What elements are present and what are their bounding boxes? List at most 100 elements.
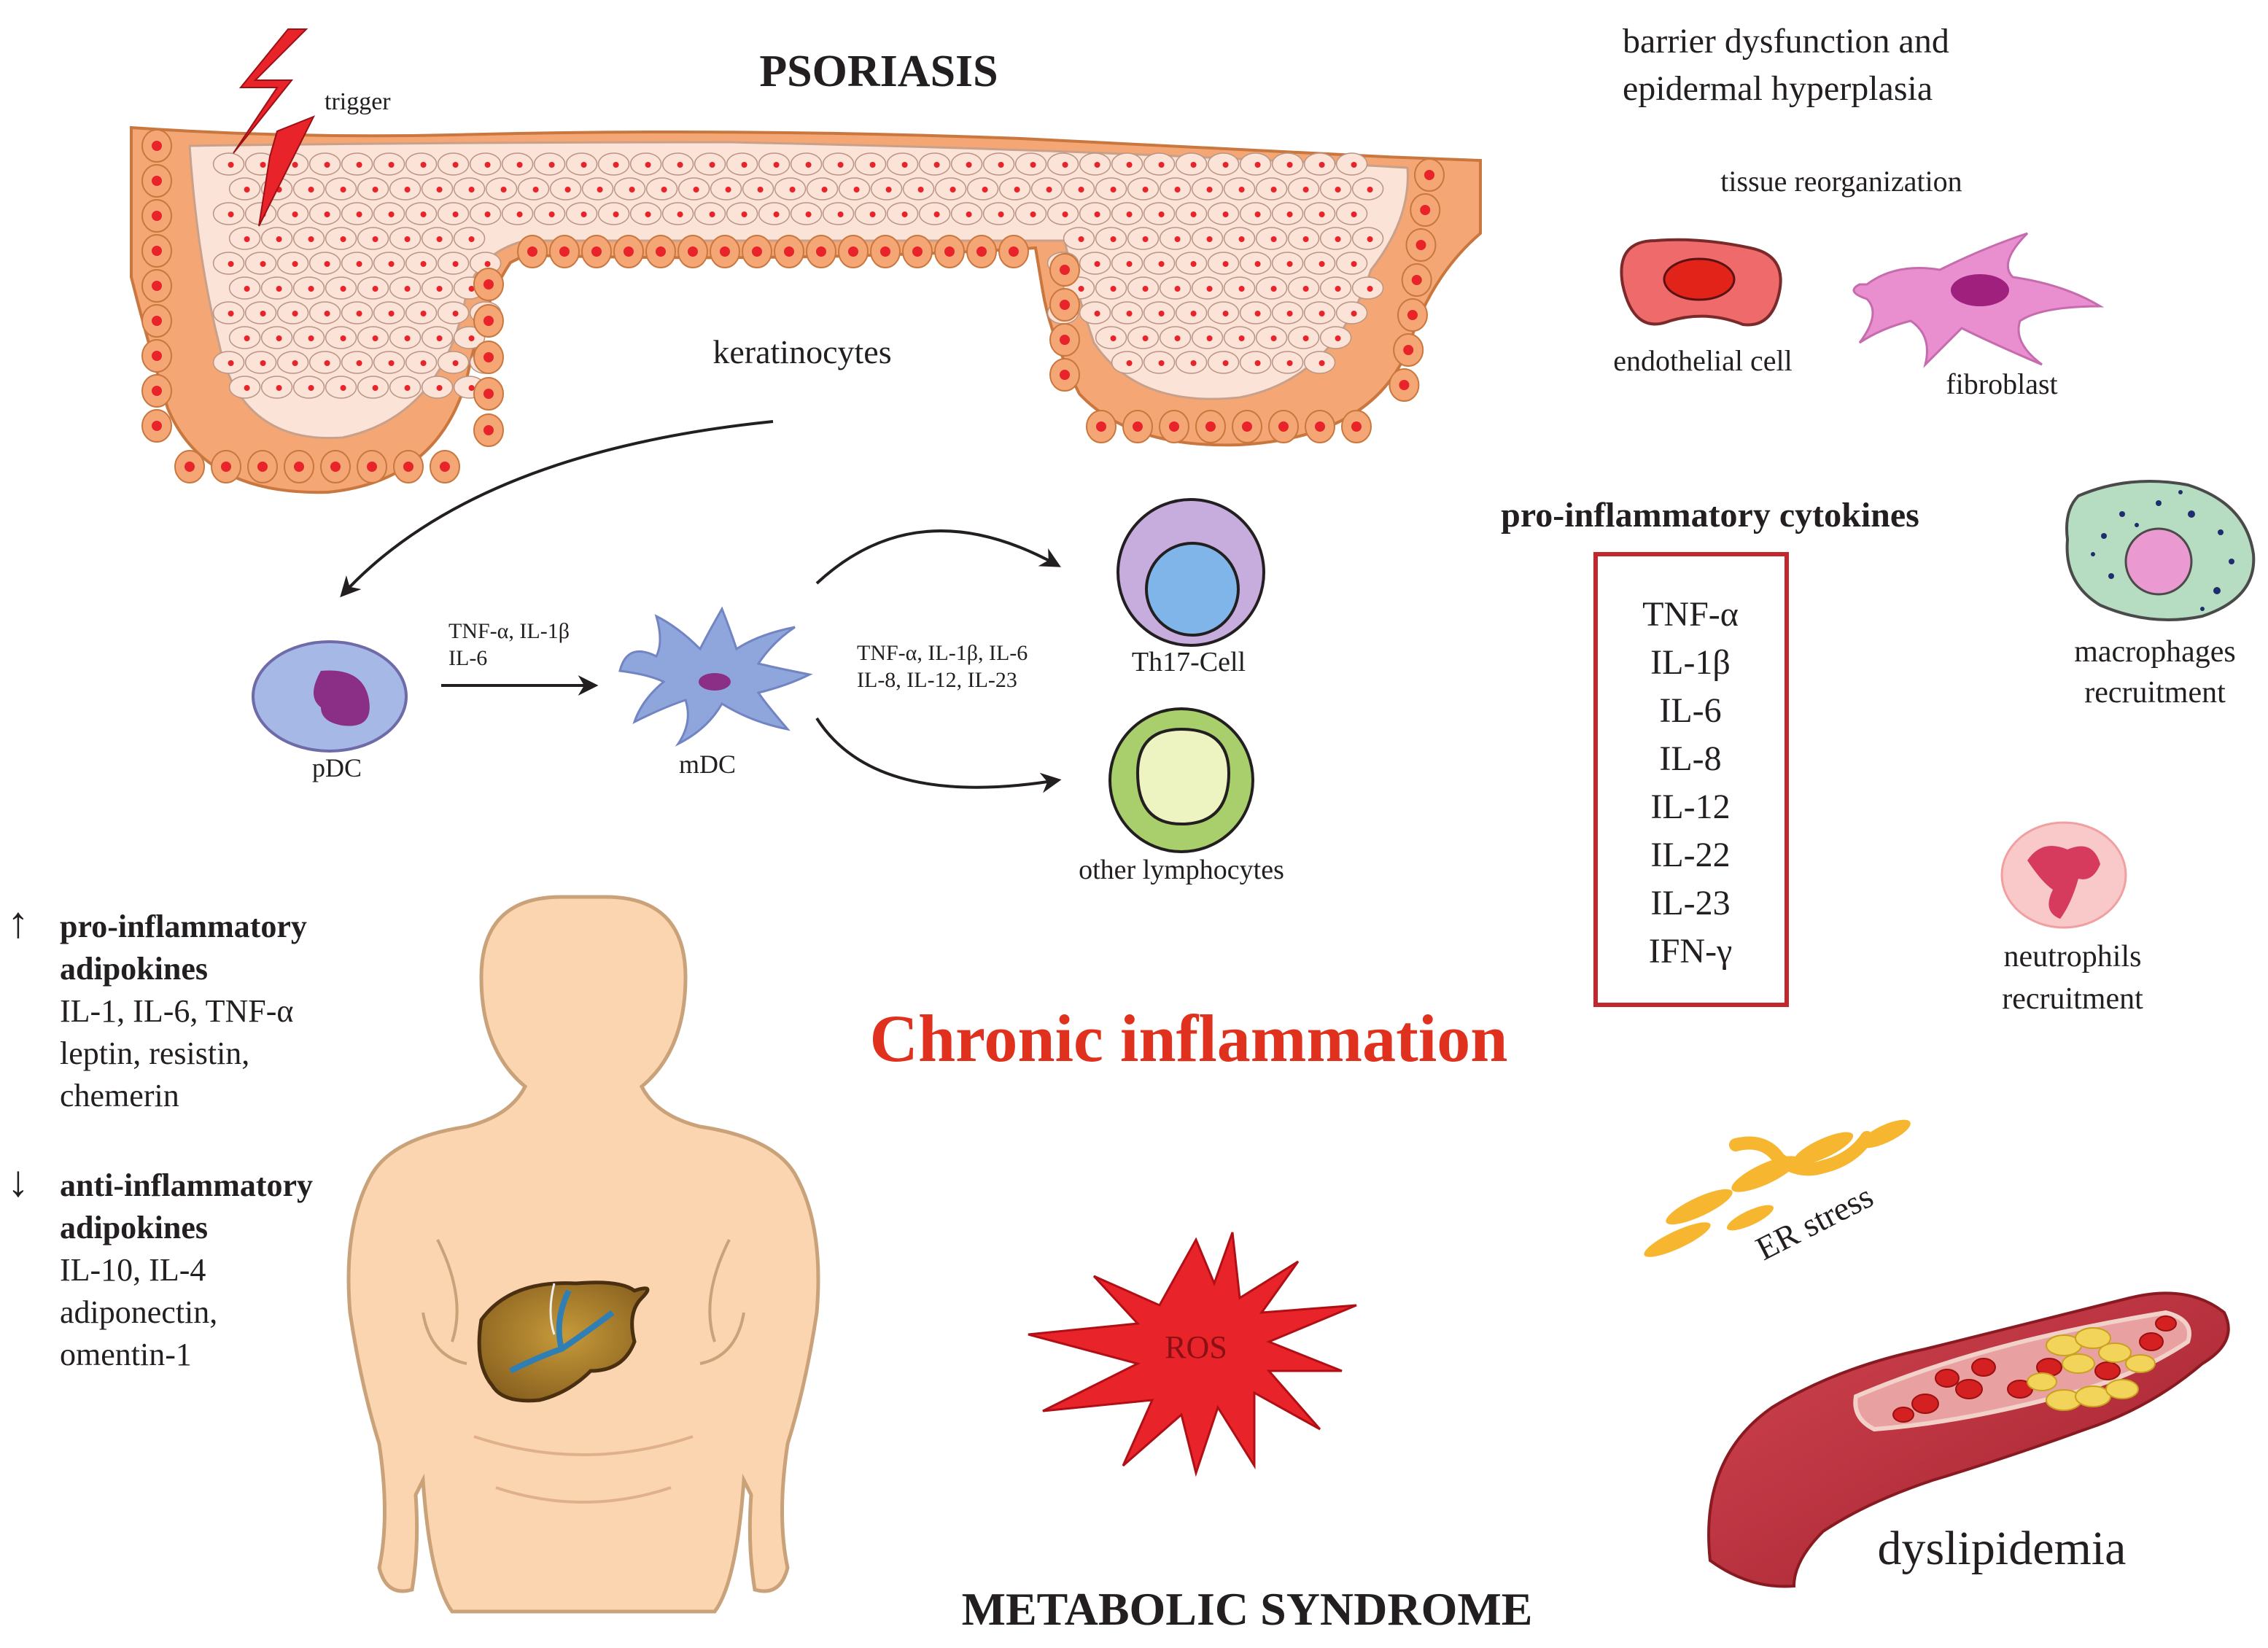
arrow-keratinocytes-to-pdc: [340, 420, 774, 598]
cytokine-item: IL-12: [1650, 788, 1730, 826]
keratinocyte-nucleus: [1238, 236, 1245, 242]
keratinocyte-nucleus: [725, 187, 731, 193]
basal-nucleus: [1415, 240, 1426, 250]
keratinocyte-nucleus: [292, 162, 298, 168]
keratinocyte-nucleus: [356, 360, 362, 366]
keratinocyte-nucleus: [372, 385, 378, 391]
mdc-label: mDC: [679, 750, 736, 779]
basal-nucleus: [1411, 275, 1422, 285]
keratinocyte-nucleus: [292, 311, 298, 316]
keratinocyte-nucleus: [1206, 187, 1213, 193]
keratinocyte-nucleus: [372, 236, 378, 242]
basal-nucleus: [1060, 335, 1070, 345]
keratinocyte-nucleus: [404, 286, 411, 292]
keratinocyte-nucleus: [468, 385, 475, 391]
keratinocyte-nucleus: [1286, 211, 1293, 217]
keratinocyte-nucleus: [1238, 286, 1245, 292]
endothelial-cell-label: endothelial cell: [1613, 344, 1792, 377]
keratinocyte-nucleus: [1335, 335, 1341, 341]
keratinocyte-nucleus: [324, 360, 330, 366]
keratinocyte-nucleus: [228, 261, 234, 267]
keratinocyte-nucleus: [1158, 311, 1165, 316]
keratinocyte-nucleus: [340, 335, 346, 341]
cytokine-item: IL-22: [1650, 836, 1730, 874]
keratinocyte-nucleus: [949, 187, 956, 193]
keratinocyte-nucleus: [1286, 261, 1293, 267]
keratinocyte-nucleus: [1190, 211, 1197, 217]
keratinocyte-nucleus: [276, 286, 282, 292]
keratinocyte-nucleus: [244, 335, 250, 341]
er-stress-label: ER stress: [1750, 1177, 1879, 1267]
lymphocyte-cell-icon: [1108, 707, 1254, 853]
keratinocyte-nucleus: [1078, 236, 1084, 242]
keratinocyte-nucleus: [661, 187, 667, 193]
keratinocyte-nucleus: [372, 187, 378, 193]
keratinocyte-nucleus: [1094, 162, 1100, 168]
keratinocyte-nucleus: [1094, 211, 1100, 217]
keratinocyte-nucleus: [1335, 286, 1341, 292]
basal-nucleus: [1096, 421, 1106, 432]
ros-star-icon: [1028, 1232, 1357, 1477]
keratinocyte-nucleus: [1126, 311, 1133, 316]
keratinocyte-nucleus: [693, 187, 699, 193]
basal-nucleus: [1205, 421, 1216, 432]
keratinocyte-nucleus: [404, 385, 411, 391]
basal-nucleus: [1278, 421, 1289, 432]
keratinocyte-nucleus: [1174, 335, 1181, 341]
keratinocyte-nucleus: [1206, 286, 1213, 292]
keratinocyte-nucleus: [1110, 236, 1116, 242]
keratinocyte-nucleus: [1270, 236, 1277, 242]
cytokines-title: pro-inflammatory cytokines: [1501, 496, 1919, 535]
keratinocyte-nucleus: [1158, 211, 1165, 217]
basal-nucleus: [848, 246, 858, 257]
basal-nucleus: [559, 246, 570, 257]
keratinocyte-nucleus: [1174, 187, 1181, 193]
keratinocyte-nucleus: [308, 187, 314, 193]
keratinocyte-nucleus: [356, 261, 362, 267]
keratinocyte-nucleus: [388, 211, 395, 217]
anti-adipokines-item-3: omentin-1: [60, 1337, 192, 1372]
keratinocyte-nucleus: [484, 162, 491, 168]
keratinocyte-nucleus: [228, 311, 234, 316]
th17-cell-icon: [1116, 498, 1265, 647]
keratinocyte-nucleus: [1351, 311, 1357, 316]
keratinocyte-nucleus: [580, 162, 587, 168]
anti-adipokines-item-1: IL-10, IL-4: [60, 1252, 206, 1288]
keratinocyte-nucleus: [324, 162, 330, 168]
pro-adipokines-heading-1: pro-inflammatory: [60, 909, 307, 944]
keratinocyte-nucleus: [388, 311, 395, 316]
keratinocyte-nucleus: [228, 360, 234, 366]
keratinocyte-nucleus: [789, 187, 796, 193]
keratinocyte-nucleus: [388, 162, 395, 168]
keratinocyte-nucleus: [276, 236, 282, 242]
keratinocyte-nucleus: [1319, 211, 1325, 217]
keratinocyte-nucleus: [420, 311, 427, 316]
keratinocyte-nucleus: [292, 360, 298, 366]
skin-epidermis: [130, 125, 1482, 494]
anti-adipokines-heading-1: anti-inflammatory: [60, 1167, 313, 1203]
keratinocyte-nucleus: [677, 211, 683, 217]
basal-cells: [141, 129, 1445, 483]
keratinocyte-nucleus: [260, 360, 266, 366]
keratinocyte-nucleus: [1174, 286, 1181, 292]
pro-adipokines-heading-2: adipokines: [60, 951, 208, 987]
trigger-label: trigger: [325, 88, 391, 115]
basal-nucleus: [330, 462, 341, 472]
basal-nucleus: [591, 246, 602, 257]
keratinocyte-nucleus: [452, 261, 459, 267]
keratinocyte-nucleus: [1126, 360, 1133, 366]
basal-nucleus: [1403, 345, 1414, 355]
basal-nucleus: [367, 462, 377, 472]
keratinocytes-label: keratinocytes: [712, 333, 891, 370]
keratinocyte-nucleus: [420, 211, 427, 217]
keratinocyte-nucleus: [869, 211, 876, 217]
keratinocyte-nucleus: [885, 187, 892, 193]
keratinocyte-nucleus: [1254, 162, 1261, 168]
keratinocyte-nucleus: [340, 286, 346, 292]
other-lymphocytes-label: other lymphocytes: [1079, 855, 1284, 885]
keratinocyte-nucleus: [1094, 311, 1100, 316]
keratinocyte-nucleus: [645, 211, 651, 217]
keratinocyte-nucleus: [1094, 261, 1100, 267]
keratinocyte-nucleus: [629, 187, 635, 193]
basal-nucleus: [257, 462, 268, 472]
